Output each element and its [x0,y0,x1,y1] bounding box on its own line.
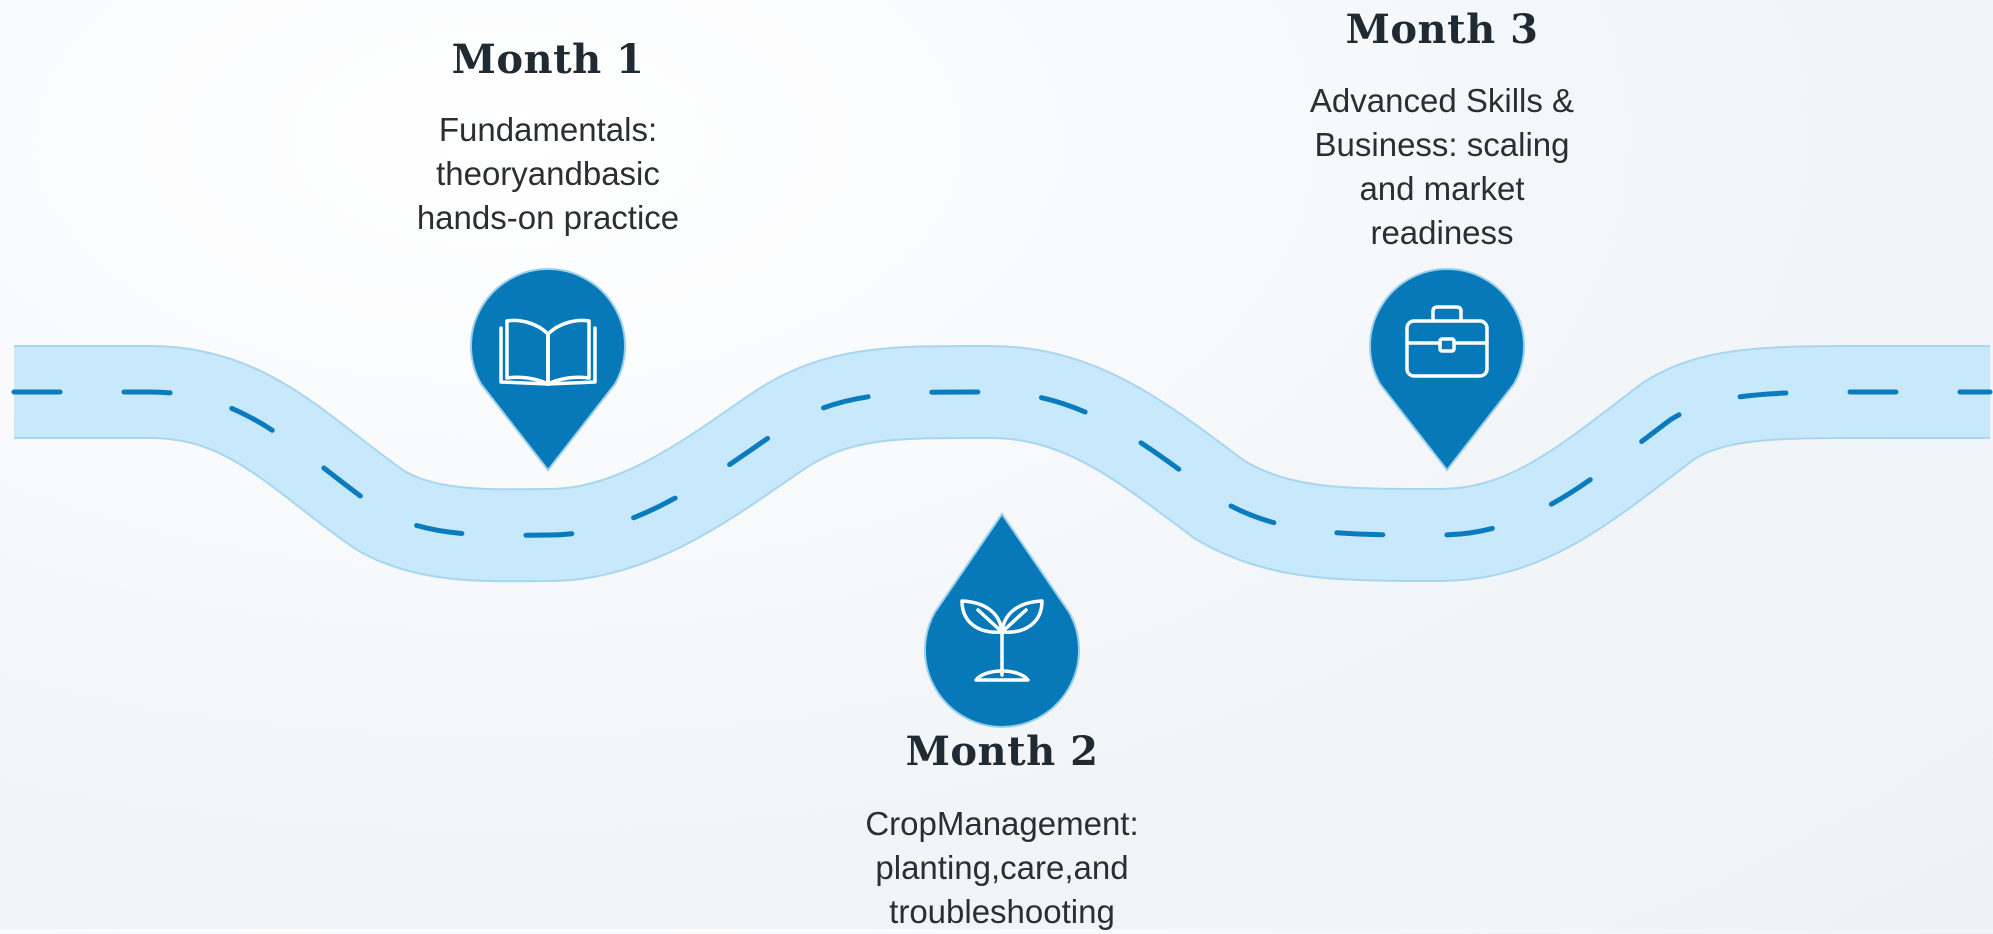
briefcase-icon [1405,305,1489,378]
winding-road [11,344,1993,583]
open-book-icon [499,318,597,386]
milestone-pin-1 [470,268,626,472]
description-line: theoryandbasic [436,155,660,192]
milestone-title: Month 1 [451,36,645,83]
description-line: hands-on practice [416,199,680,236]
description-line: planting,care,and [875,849,1129,886]
milestone-title: Month 2 [905,728,1099,775]
milestone-description: Fundamentals: theoryandbasic hands-on pr… [378,108,718,240]
pin-marker [1369,268,1525,472]
sprout-icon [960,599,1044,682]
milestone-pin-2 [924,512,1080,728]
description-line: Business: scaling [1314,126,1570,163]
milestone-title: Month 3 [1345,6,1539,53]
description-line: and market [1359,170,1525,207]
description-line: CropManagement: [865,805,1139,842]
description-line: readiness [1370,214,1514,251]
milestone-description: CropManagement: planting,care,and troubl… [812,802,1192,934]
milestone-pin-3 [1369,268,1525,472]
description-line: troubleshooting [889,893,1115,930]
description-line: Advanced Skills & [1309,82,1575,119]
pin-marker [924,512,1080,728]
milestone-description: Advanced Skills & Business: scaling and … [1272,79,1612,255]
road-lane-marking [11,389,1993,538]
description-line: Fundamentals: [438,111,658,148]
